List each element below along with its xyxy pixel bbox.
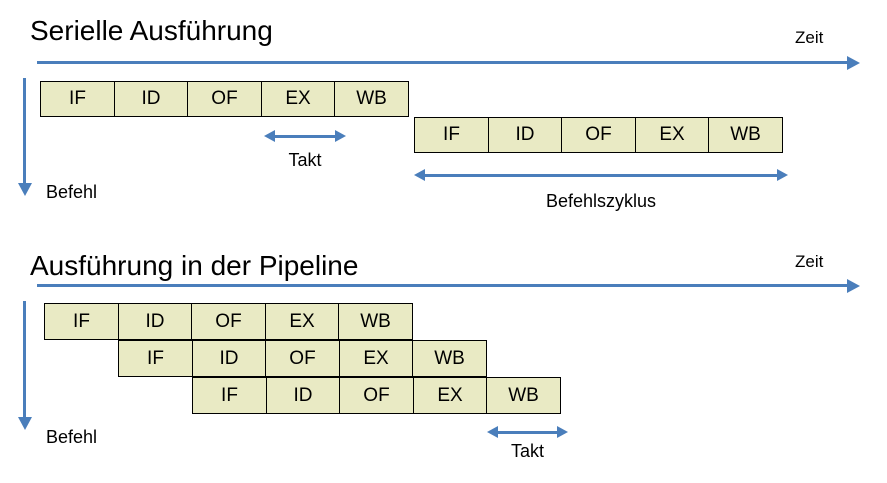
stage-cell[interactable]: OF xyxy=(191,303,266,340)
stage-cell[interactable]: OF xyxy=(339,377,414,414)
stage-cell[interactable]: IF xyxy=(40,81,115,117)
serial-instruction-axis-label: Befehl xyxy=(46,182,98,202)
pipeline-instruction-axis-arrow-icon xyxy=(17,417,32,430)
pipeline-time-axis-line xyxy=(37,284,849,287)
stage-cell[interactable]: WB xyxy=(412,340,487,377)
stage-cell[interactable]: IF xyxy=(118,340,193,377)
stage-cell[interactable]: WB xyxy=(486,377,561,414)
pipeline-execution-section: Ausführung in der Pipeline Zeit Befehl I… xyxy=(0,240,887,483)
pipeline-instruction-axis-label: Befehl xyxy=(46,427,98,447)
measure-line xyxy=(273,135,337,138)
serial-instruction-axis-arrow-icon xyxy=(17,183,32,196)
arrow-left-icon xyxy=(414,169,425,181)
measure-line xyxy=(496,431,559,434)
arrow-left-icon xyxy=(264,130,275,142)
serial-instruction-axis-line xyxy=(23,78,26,185)
pipeline-row-instruction-2: IF ID OF EX WB xyxy=(118,340,487,377)
stage-cell[interactable]: WB xyxy=(708,117,783,153)
stage-cell[interactable]: ID xyxy=(487,117,563,153)
pipeline-time-axis-arrow-icon xyxy=(847,278,860,293)
stage-cell[interactable]: EX xyxy=(338,340,414,377)
stage-cell[interactable]: OF xyxy=(265,340,340,377)
stage-cell[interactable]: OF xyxy=(187,81,262,117)
pipeline-row-instruction-3: IF ID OF EX WB xyxy=(192,377,561,414)
stage-cell[interactable]: OF xyxy=(561,117,636,153)
arrow-right-icon xyxy=(557,426,568,438)
stage-cell[interactable]: ID xyxy=(191,340,267,377)
stage-cell[interactable]: WB xyxy=(338,303,413,340)
stage-cell[interactable]: ID xyxy=(113,81,189,117)
stage-cell[interactable]: ID xyxy=(117,303,193,340)
serial-time-axis-label: Zeit xyxy=(795,28,824,47)
serial-row-instruction-1: IF ID OF EX WB xyxy=(40,81,409,117)
arrow-left-icon xyxy=(487,426,498,438)
serial-befehlszyklus-label: Befehlszyklus xyxy=(545,191,657,211)
pipeline-takt-measure: Takt xyxy=(487,426,568,461)
serial-section-title: Serielle Ausführung xyxy=(30,15,273,46)
stage-cell[interactable]: EX xyxy=(634,117,710,153)
measure-line xyxy=(423,174,779,177)
serial-takt-label: Takt xyxy=(288,150,322,170)
serial-time-axis-line xyxy=(37,61,849,64)
serial-row-instruction-2: IF ID OF EX WB xyxy=(414,117,783,153)
arrow-right-icon xyxy=(777,169,788,181)
stage-cell[interactable]: EX xyxy=(260,81,336,117)
serial-befehlszyklus-measure: Befehlszyklus xyxy=(414,169,788,211)
pipeline-section-title: Ausführung in der Pipeline xyxy=(30,250,359,281)
pipeline-takt-label: Takt xyxy=(510,441,544,461)
serial-time-axis-arrow-icon xyxy=(847,55,860,70)
stage-cell[interactable]: IF xyxy=(414,117,489,153)
pipeline-instruction-axis-line xyxy=(23,301,26,419)
pipeline-row-instruction-1: IF ID OF EX WB xyxy=(44,303,413,340)
stage-cell[interactable]: EX xyxy=(412,377,488,414)
stage-cell[interactable]: IF xyxy=(192,377,267,414)
arrow-right-icon xyxy=(335,130,346,142)
stage-cell[interactable]: IF xyxy=(44,303,119,340)
serial-takt-measure: Takt xyxy=(264,130,346,170)
stage-cell[interactable]: WB xyxy=(334,81,409,117)
stage-cell[interactable]: ID xyxy=(265,377,341,414)
serial-execution-section: Serielle Ausführung Zeit Befehl IF ID OF… xyxy=(0,0,887,240)
stage-cell[interactable]: EX xyxy=(264,303,340,340)
pipeline-time-axis-label: Zeit xyxy=(795,252,824,271)
